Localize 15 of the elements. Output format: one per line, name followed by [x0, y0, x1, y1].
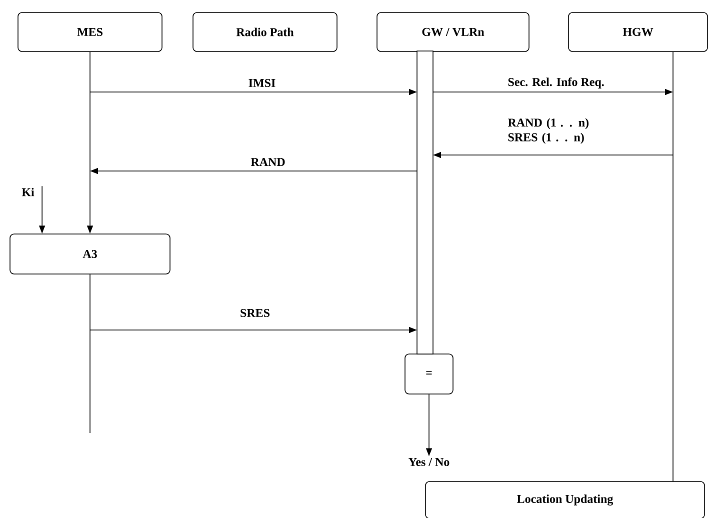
- compare-box: =: [404, 354, 454, 394]
- edge-label: IMSI: [247, 78, 277, 88]
- process-box: GW / VLRn: [376, 12, 530, 52]
- process-box: Radio Path: [192, 12, 338, 52]
- process-box: A3: [10, 234, 170, 274]
- activation-bar: [416, 50, 434, 354]
- edge-label: RAND: [249, 156, 287, 168]
- process-box: Location Updating: [425, 481, 705, 518]
- edge-label: SRES: [238, 308, 272, 318]
- text-label: Ki: [22, 188, 34, 196]
- edge-label: RAND (1 . . n) SRES (1 . . n): [506, 116, 600, 146]
- text-label: Yes / No: [408, 458, 450, 466]
- process-box: MES: [18, 12, 162, 52]
- process-box: HGW: [568, 12, 708, 52]
- edge-label: Sec. Rel. Info Req.: [506, 76, 606, 90]
